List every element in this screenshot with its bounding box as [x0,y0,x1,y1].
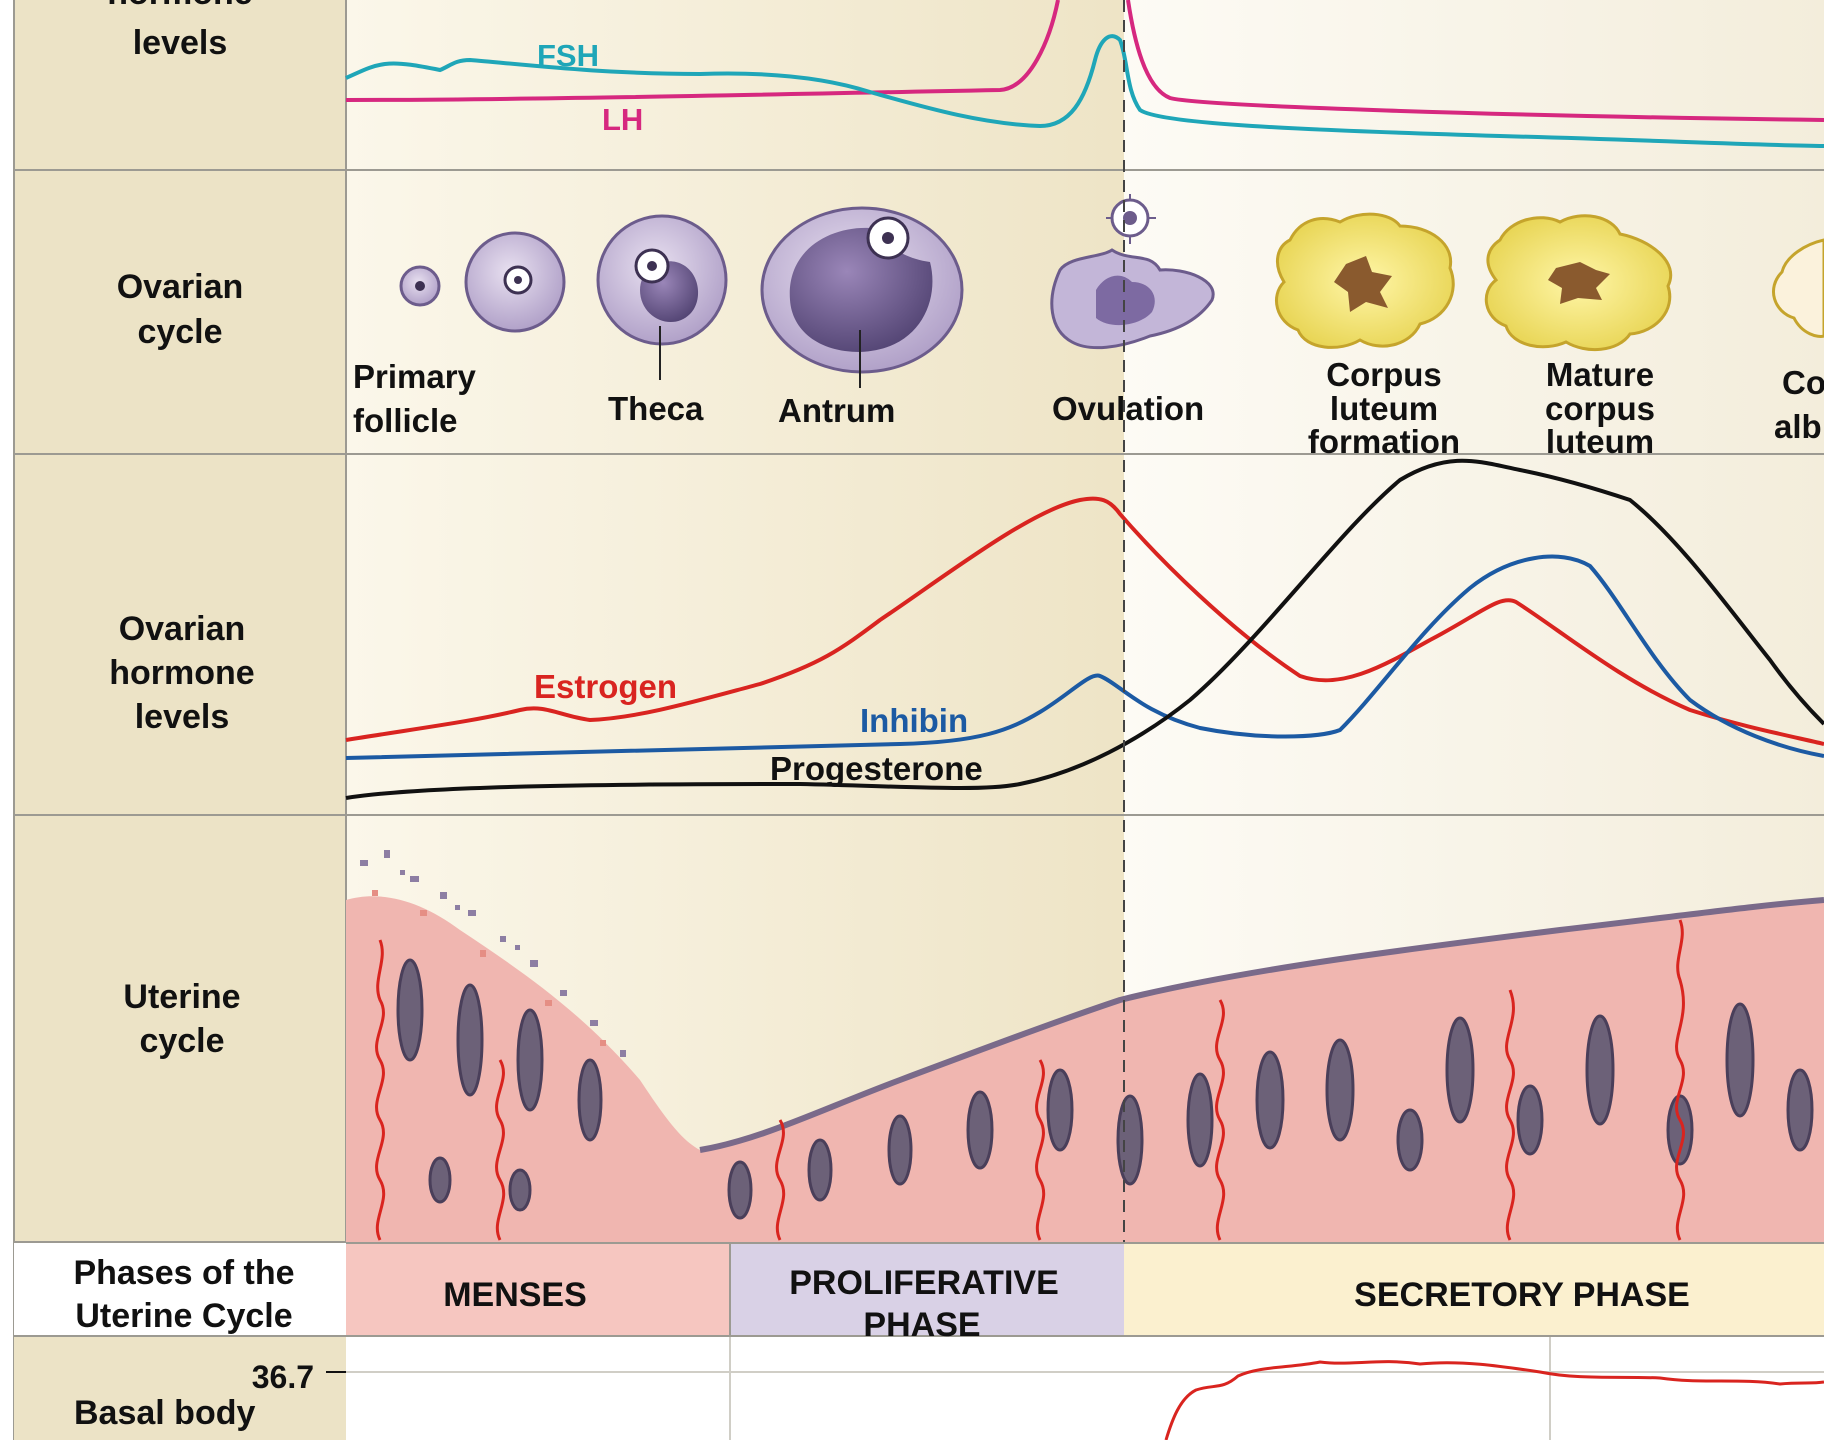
label-mature-cl-2: corpus [1545,390,1655,427]
bbt-row: 36.7 Basal body [14,1337,1824,1440]
ovarian-hormone-label-1: Ovarian [119,610,246,648]
phases-row: Phases of the Uterine Cycle MENSES PROLI… [14,1243,1824,1344]
ovarian-hormone-label-2: hormone [109,654,254,692]
lh-label: LH [602,102,643,137]
bbt-label: Basal body [74,1394,255,1432]
ovarian-cycle-label-2: cycle [137,313,222,351]
estrogen-label: Estrogen [534,668,677,705]
uterine-label-1: Uterine [123,978,240,1016]
primary-follicle-medium [466,233,564,331]
proliferative-label-1: PROLIFERATIVE [789,1264,1059,1302]
bbt-tick-value: 36.7 [252,1359,314,1395]
ovarian-cycle-label-1: Ovarian [117,268,244,306]
label-mature-cl-3: luteum [1546,423,1654,460]
label-antrum: Antrum [778,392,895,429]
label-cl-formation-1: Corpus [1326,356,1442,393]
pituitary-label-2: levels [133,24,228,62]
secretory-label: SECRETORY PHASE [1354,1276,1690,1314]
label-albicans-2: alb [1774,408,1822,445]
menses-label: MENSES [443,1276,587,1314]
phases-label-2: Uterine Cycle [75,1297,292,1335]
label-albicans-1: Co [1782,364,1824,401]
primary-follicle-small [401,267,439,305]
label-primary-follicle-1: Primary [353,358,477,395]
ovarian-hormone-label-3: levels [135,698,230,736]
pituitary-label-1: hormone [107,0,252,12]
label-cl-formation-2: luteum [1330,390,1438,427]
inhibin-label: Inhibin [860,702,968,739]
label-primary-follicle-2: follicle [353,402,458,439]
label-mature-cl-1: Mature [1546,356,1654,393]
label-theca: Theca [608,390,704,427]
uterine-label-2: cycle [139,1022,224,1060]
phases-label-1: Phases of the [73,1254,294,1292]
label-cl-formation-3: formation [1308,423,1460,460]
label-ovulation: Ovulation [1052,390,1204,427]
fsh-label: FSH [537,38,599,73]
progesterone-label: Progesterone [770,750,983,787]
